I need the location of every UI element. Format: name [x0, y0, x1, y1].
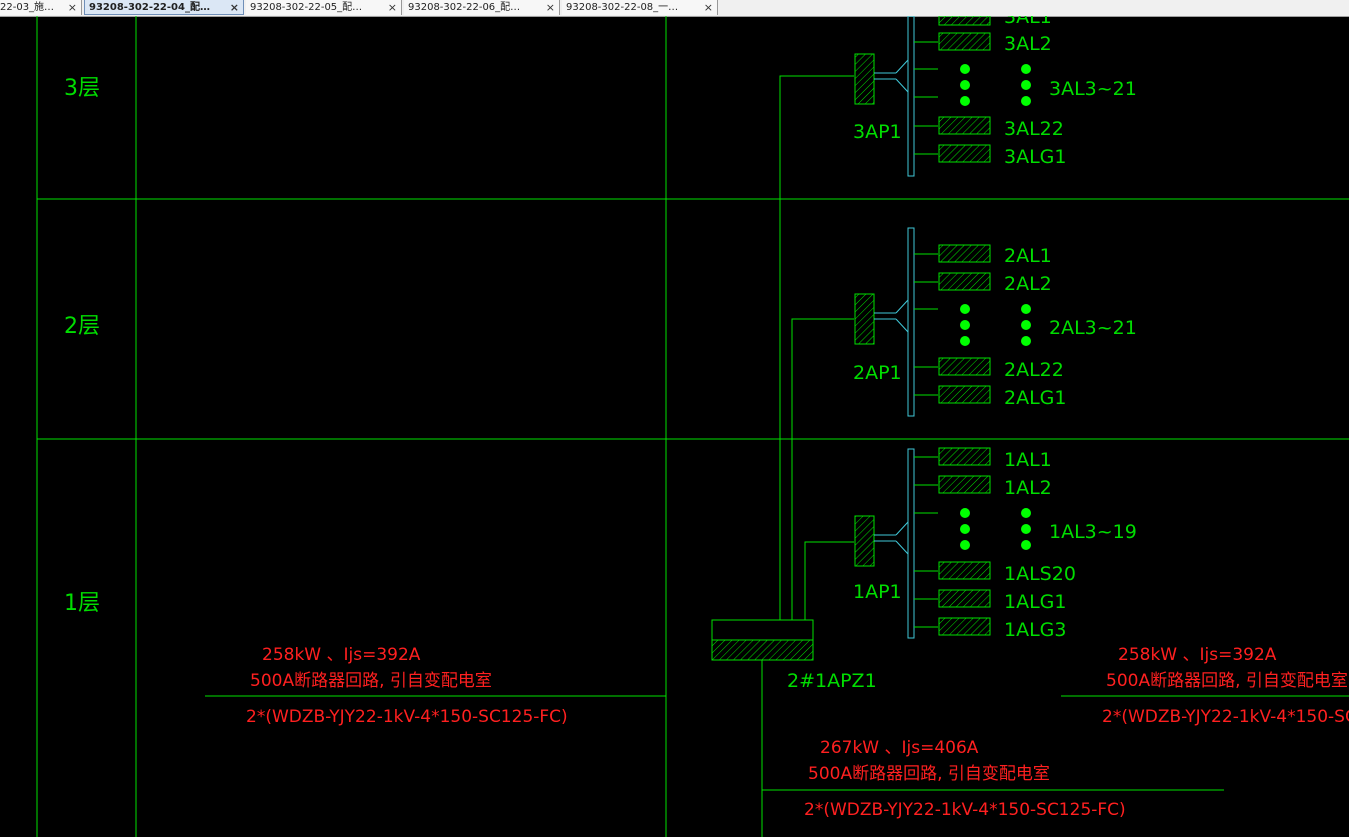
- feeder-right[interactable]: 258kW 、Ijs=392A 500A断路器回路, 引自变配电室 2*(WDZ…: [1061, 645, 1349, 727]
- circuit-label: 1AL1: [1004, 449, 1052, 471]
- floor-grid: [36, 16, 1349, 837]
- document-tab-bar: 22-03_施… × 93208-302-22-04_配… × 93208-30…: [0, 0, 1349, 17]
- floor-label-2: 2层: [64, 314, 100, 339]
- panel-2ap1[interactable]: 2AP1 2AL1 2AL2 2AL3~21 2AL22 2ALG1: [853, 227, 1137, 417]
- tab-drawing-22-04[interactable]: 93208-302-22-04_配… ×: [84, 0, 244, 15]
- tab-label: 93208-302-22-05_配…: [250, 2, 363, 13]
- main-panel-label: 2#1APZ1: [787, 670, 877, 692]
- panel-label: 3AP1: [853, 121, 902, 143]
- circuit-label: 3ALG1: [1004, 146, 1066, 168]
- circuit-label: 2AL22: [1004, 359, 1064, 381]
- close-icon[interactable]: ×: [703, 1, 713, 14]
- panel-label: 1AP1: [853, 581, 902, 603]
- feeder-breaker-text: 500A断路器回路, 引自变配电室: [808, 764, 1050, 784]
- feeder-cable-text: 2*(WDZB-YJY22-1kV-4*150-SC125-FC): [804, 800, 1126, 820]
- main-distribution-panel[interactable]: 2#1APZ1: [711, 619, 877, 692]
- close-icon[interactable]: ×: [545, 1, 555, 14]
- feeder-load-text: 258kW 、Ijs=392A: [262, 645, 421, 665]
- riser-cables: [761, 75, 854, 837]
- close-icon[interactable]: ×: [67, 1, 77, 14]
- floor-label-3: 3层: [64, 76, 100, 101]
- feeder-load-text: 267kW 、Ijs=406A: [820, 738, 979, 758]
- tab-drawing-22-05[interactable]: 93208-302-22-05_配… ×: [246, 0, 402, 15]
- tab-label: 93208-302-22-06_配…: [408, 2, 521, 13]
- feeder-load-text: 258kW 、Ijs=392A: [1118, 645, 1277, 665]
- tab-drawing-22-08[interactable]: 93208-302-22-08_一… ×: [562, 0, 718, 15]
- close-icon[interactable]: ×: [387, 1, 397, 14]
- tab-drawing-22-06[interactable]: 93208-302-22-06_配… ×: [404, 0, 560, 15]
- circuit-label: 3AL1: [1004, 16, 1052, 28]
- circuit-range-label: 2AL3~21: [1049, 317, 1137, 339]
- feeder-breaker-text: 500A断路器回路, 引自变配电室: [1106, 671, 1348, 691]
- feeder-breaker-text: 500A断路器回路, 引自变配电室: [250, 671, 492, 691]
- tab-label: 93208-302-22-08_一…: [566, 2, 679, 13]
- feeder-left[interactable]: 258kW 、Ijs=392A 500A断路器回路, 引自变配电室 2*(WDZ…: [205, 645, 666, 727]
- feeder-cable-text: 2*(WDZB-YJY22-1kV-4*150-SC125-FC): [246, 707, 568, 727]
- cad-drawing-canvas[interactable]: 3层 2层 1层 3AP1: [0, 16, 1349, 837]
- panel-label: 2AP1: [853, 362, 902, 384]
- circuit-label: 1ALG1: [1004, 591, 1066, 613]
- tab-label: 22-03_施…: [0, 2, 55, 13]
- circuit-label: 2AL1: [1004, 245, 1052, 267]
- circuit-range-label: 1AL3~19: [1049, 521, 1137, 543]
- panel-3ap1[interactable]: 3AP1 3AL1 3AL2 3AL3~21 3AL22 3ALG1: [853, 16, 1137, 177]
- tab-drawing-22-03[interactable]: 22-03_施… ×: [0, 0, 82, 15]
- panel-1ap1[interactable]: 1AP1 1AL1 1AL2 1AL3~19 1ALS20 1ALG1 1ALG…: [853, 447, 1137, 641]
- circuit-label: 1ALG3: [1004, 619, 1066, 641]
- feeder-bottom[interactable]: 267kW 、Ijs=406A 500A断路器回路, 引自变配电室 2*(WDZ…: [762, 738, 1224, 820]
- circuit-label: 3AL2: [1004, 33, 1052, 55]
- circuit-label: 2AL2: [1004, 273, 1052, 295]
- circuit-label: 3AL22: [1004, 118, 1064, 140]
- floor-label-1: 1层: [64, 591, 100, 616]
- close-icon[interactable]: ×: [229, 1, 239, 14]
- tab-label: 93208-302-22-04_配…: [89, 2, 210, 13]
- circuit-label: 1AL2: [1004, 477, 1052, 499]
- circuit-label: 2ALG1: [1004, 387, 1066, 409]
- circuit-range-label: 3AL3~21: [1049, 78, 1137, 100]
- circuit-label: 1ALS20: [1004, 563, 1076, 585]
- feeder-cable-text: 2*(WDZB-YJY22-1kV-4*150-SC: [1102, 707, 1349, 727]
